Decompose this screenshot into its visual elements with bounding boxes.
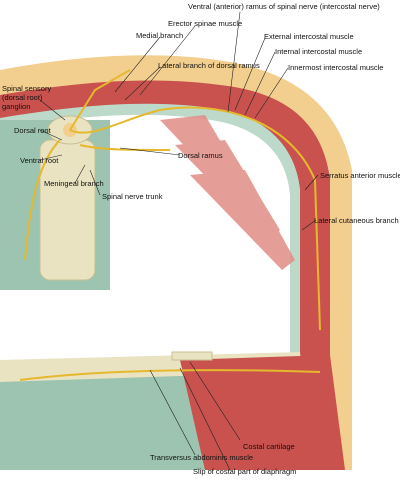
label-spinal-ganglion: Spinal sensory (dorsal root) ganglion	[2, 84, 52, 111]
label-ventral-ramus: Ventral (anterior) ramus of spinal nerve…	[188, 2, 380, 11]
label-transversus-abdominis: Transversus abdominis muscle	[150, 453, 254, 462]
label-slip-diaphragm: Slip of costal part of diaphragm	[193, 467, 297, 476]
intercostal-bands	[160, 115, 295, 270]
label-internal-intercostal: Internal intercostal muscle	[275, 47, 363, 56]
label-lateral-branch-dorsal: Lateral branch of dorsal ramus	[158, 61, 260, 70]
label-dorsal-root: Dorsal root	[14, 126, 51, 135]
label-spinal-nerve-trunk: Spinal nerve trunk	[102, 192, 163, 201]
costal-cartilage-block	[171, 351, 213, 361]
muscle-wall	[0, 80, 330, 471]
label-medial-branch: Medial branch	[136, 31, 184, 40]
label-ventral-root: Ventral root	[20, 156, 59, 165]
label-meningeal-branch: Meningeal branch	[44, 179, 104, 188]
label-costal-cartilage: Costal cartilage	[243, 442, 295, 451]
label-external-intercostal: External intercostal muscle	[264, 32, 354, 41]
pleura-inner	[0, 103, 300, 470]
label-erector-spinae: Erector spinae muscle	[168, 19, 243, 28]
nerve-paths	[19, 69, 321, 381]
label-dorsal-ramus: Dorsal ramus	[178, 151, 223, 160]
label-serratus-anterior: Serratus anterior muscle	[320, 171, 400, 180]
leader-lines	[39, 11, 319, 471]
label-lateral-cutaneous: Lateral cutaneous branch	[314, 216, 399, 225]
label-innermost-intercostal: Innermost intercostal muscle	[288, 63, 384, 72]
